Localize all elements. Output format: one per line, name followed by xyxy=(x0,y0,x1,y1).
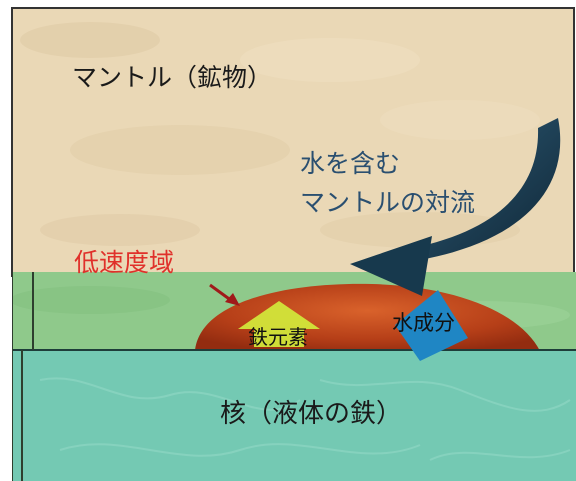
iron-label: 鉄元素 xyxy=(248,325,308,349)
water-label: 水成分 xyxy=(392,311,455,335)
core-texture xyxy=(39,377,571,461)
core-region xyxy=(12,350,576,481)
low-velocity-label: 低速度域 xyxy=(74,248,174,277)
mantle-label: マントル（鉱物） xyxy=(72,63,272,92)
low-velocity-pointer-head xyxy=(225,293,240,306)
convection-arrow-head xyxy=(350,236,432,296)
iron-arrow xyxy=(238,301,320,347)
water-arrow xyxy=(395,290,468,361)
convection-label-line1: 水を含む xyxy=(300,149,400,178)
core-label: 核（液体の鉄） xyxy=(220,399,402,429)
mantle-texture xyxy=(20,22,540,248)
convection-label-line2: マントルの対流 xyxy=(300,188,475,217)
